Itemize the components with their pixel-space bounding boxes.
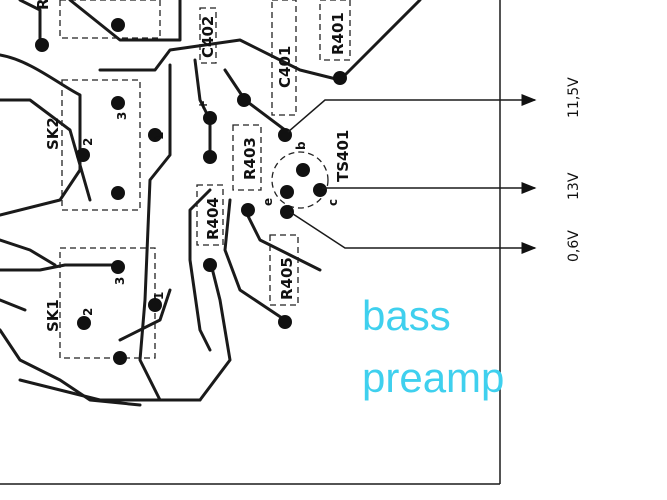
label-c402: C402: [199, 16, 217, 58]
label-r401: R401: [329, 12, 347, 55]
pin-sk1-2: 2: [81, 308, 95, 316]
pin-ts-b: b: [294, 141, 308, 150]
solder-pads: [35, 18, 347, 365]
label-sk2: SK2: [44, 117, 62, 150]
pin-ts-c: c: [326, 199, 340, 206]
pin-sk1-1: 1: [152, 292, 166, 300]
label-r405: R405: [278, 257, 296, 300]
label-c401: C401: [276, 46, 294, 88]
pin-sk2-3: 3: [115, 112, 129, 120]
annotation-line2: preamp: [362, 354, 504, 401]
label-r404: R404: [204, 197, 222, 240]
annotation-line1: bass: [362, 292, 451, 339]
voltage-label-3: 0,6V: [566, 230, 582, 262]
voltage-label-2: 13V: [566, 172, 582, 200]
voltage-label-1: 11,5V: [566, 77, 582, 118]
label-sk1: SK1: [44, 299, 62, 332]
pin-sk2-2: 2: [81, 138, 95, 146]
label-r403: R403: [241, 137, 259, 180]
label-ts401: TS401: [334, 130, 352, 182]
label-r-top: R: [34, 0, 52, 10]
pin-ts-e: e: [261, 198, 275, 206]
pin-plus: +: [196, 100, 210, 110]
pin-sk1-3: 3: [113, 277, 127, 285]
voltage-arrows: [287, 94, 537, 254]
pin-sk2-1: 1: [152, 132, 166, 140]
